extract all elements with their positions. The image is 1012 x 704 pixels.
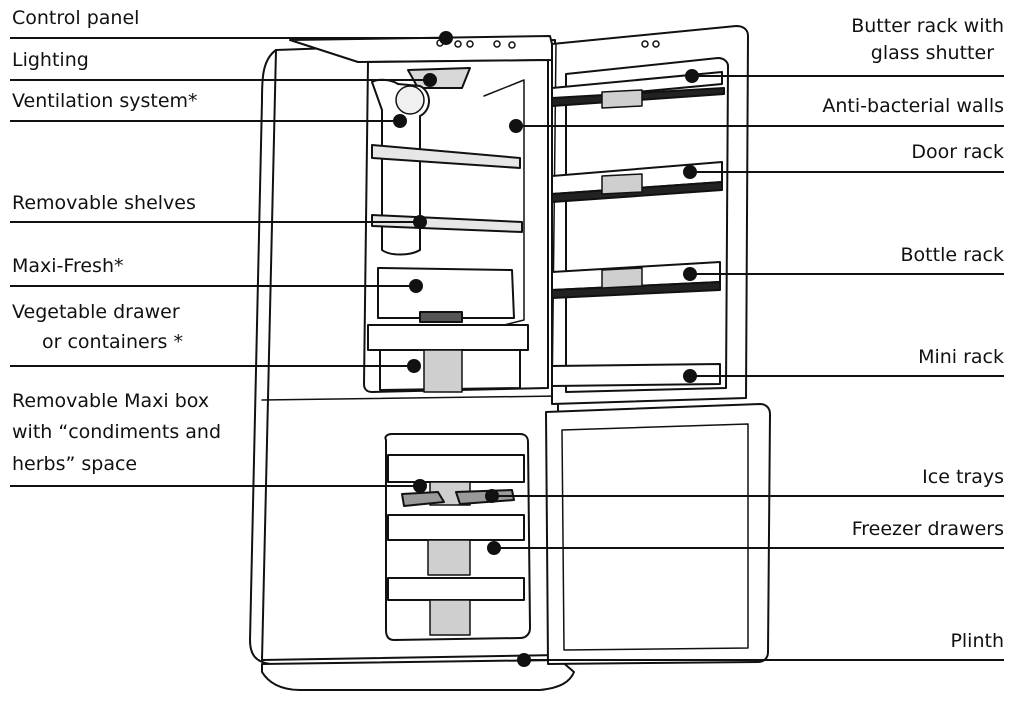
mini-rack-rail [551, 363, 721, 387]
freezer-drawer-3 [387, 577, 525, 601]
label-plinth: Plinth [950, 630, 1004, 652]
butter-rack-rail [551, 71, 723, 101]
fridge-illustration [249, 25, 771, 691]
label-vegetable-drawer: Vegetable drawer [12, 301, 180, 323]
label-freezer-drawers: Freezer drawers [851, 518, 1004, 540]
fridge-side [249, 49, 277, 665]
label-anti-bacterial-walls: Anti-bacterial walls [822, 95, 1004, 117]
label-bottle-rack: Bottle rack [900, 244, 1004, 266]
door-knobs [641, 40, 660, 48]
door-panel [565, 57, 729, 393]
label-removable-shelves: Removable shelves [12, 192, 196, 214]
label-herbs-space: herbs” space [12, 453, 138, 475]
label-mini-rack: Mini rack [918, 346, 1004, 368]
freezer-drawer-2 [387, 514, 525, 541]
plinth [261, 659, 575, 691]
label-glass-shutter: glass shutter [870, 42, 994, 64]
shelf-upper [371, 144, 521, 169]
light-unit [407, 67, 471, 89]
label-butter-rack: Butter rack with [851, 15, 1004, 37]
label-condiments-herbs: with “condiments and [12, 421, 222, 443]
label-maxi-fresh: Maxi-Fresh* [12, 255, 124, 277]
label-lighting: Lighting [12, 49, 89, 71]
control-knobs [436, 39, 516, 49]
label-control-panel: Control panel [12, 7, 140, 29]
freezer-door-panel [561, 423, 749, 651]
label-removable-maxi-box: Removable Maxi box [12, 390, 210, 412]
leader-lines [10, 31, 1004, 667]
freezer-drawer-1 [387, 454, 525, 483]
label-or-containers: or containers * [42, 331, 183, 353]
label-ice-trays: Ice trays [922, 466, 1004, 488]
compartment-divider [261, 395, 561, 401]
ice-tray-left [401, 491, 445, 507]
maxi-fresh-box [377, 267, 515, 319]
label-door-rack: Door rack [911, 141, 1004, 163]
label-ventilation-system: Ventilation system* [12, 90, 198, 112]
vegetable-drawer [367, 324, 529, 351]
